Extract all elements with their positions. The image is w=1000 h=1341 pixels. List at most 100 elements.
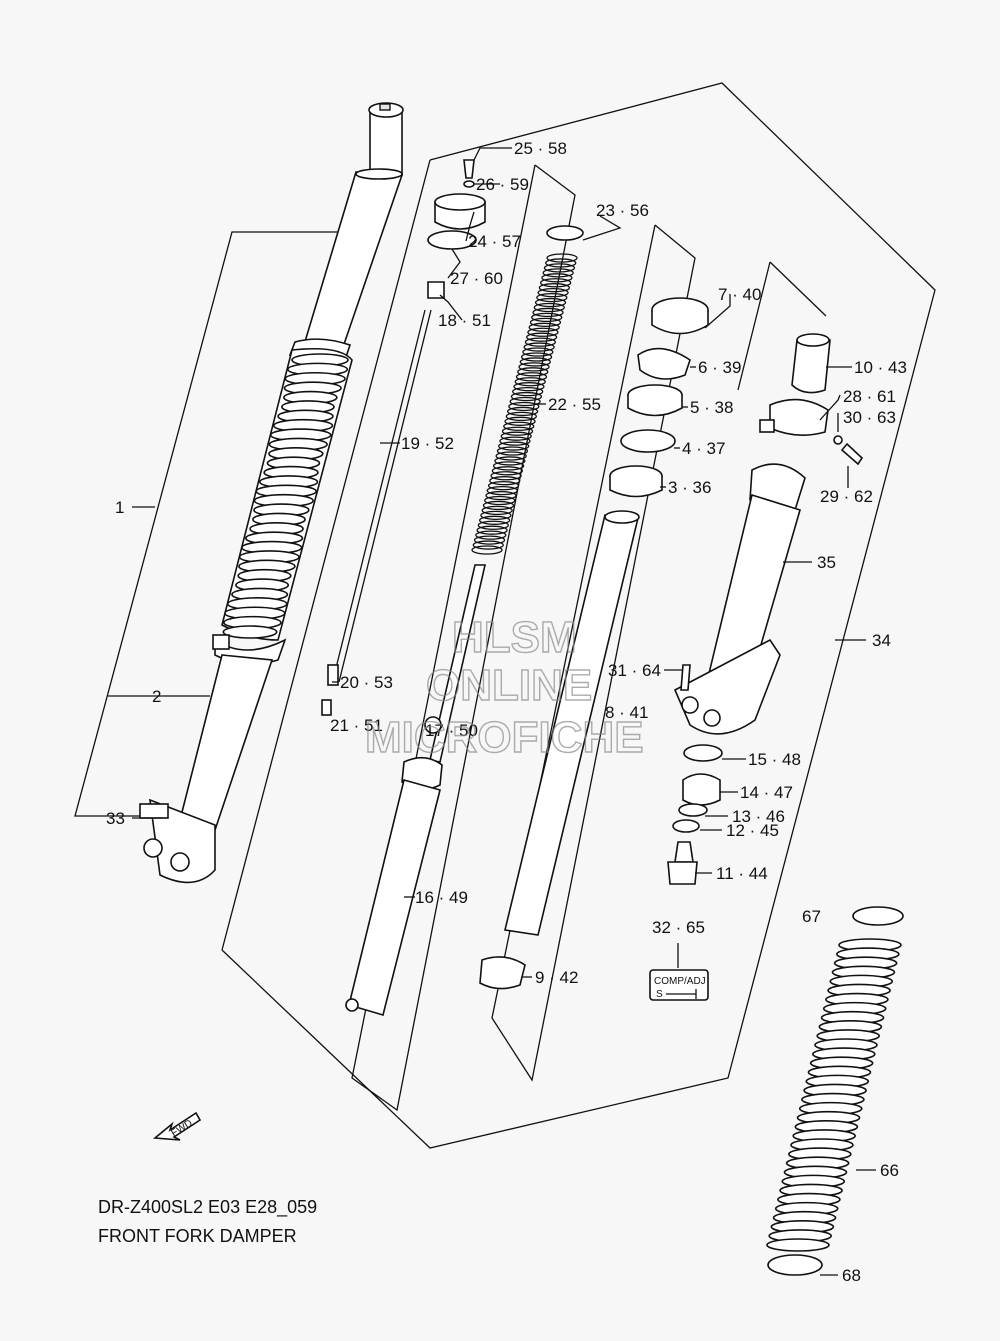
leader-lines [108,147,876,1276]
fwd-arrow-icon: FWD [152,1111,202,1141]
callout-26-59: 26 · 59 [476,175,529,194]
callout-2: 2 [152,687,161,706]
callout-22-55: 22 · 55 [548,395,601,414]
callout-68: 68 [842,1266,861,1285]
callout-7-40: 7 · 40 [718,285,761,304]
boot-rib [222,625,278,639]
spring-coil [500,431,532,441]
spring-coil [480,510,512,521]
spring-coil [536,292,568,303]
spring-coil [541,273,573,283]
spring-coil [546,253,578,263]
spring-coil [533,302,565,313]
dust-boot-separate-part [766,906,904,1276]
callout-labels: 1 2 33 25 · 58 26 · 59 24 · 57 27 · 60 1… [106,139,907,1285]
spring-coil [476,525,508,535]
spring-coil [510,391,543,402]
spring-coil [509,396,541,407]
spring-coil [503,421,535,431]
callout-66: 66 [880,1161,899,1180]
callout-9-42: 9 · 42 [535,968,578,987]
spring-coil [543,263,576,273]
comp-adj-tag-line2: S [656,989,663,1000]
spring-coil [532,307,564,318]
spring-coil [542,268,574,278]
cap-bolt-part [321,159,486,716]
callout-23-56: 23 · 56 [596,201,649,220]
diagram-title: FRONT FORK DAMPER [98,1226,297,1246]
spring-coil [522,347,554,357]
spring-coil [499,436,531,446]
callout-8-41: 8 · 41 [605,703,648,722]
spring-coil [513,382,545,392]
spring-coil [528,322,560,332]
callout-29-62: 29 · 62 [820,487,873,506]
callout-27-60: 27 · 60 [450,269,503,288]
callout-19-52: 19 · 52 [401,434,454,453]
spring-coil [512,386,544,397]
spring-coil [472,540,504,550]
callout-13-46: 13 · 46 [732,807,785,826]
callout-11-44: 11 · 44 [716,864,768,883]
spring-coil [475,530,507,540]
callout-12-45: 12 · 45 [726,821,779,840]
spring-coil [485,490,517,501]
comp-adj-tag-line1: COMP/ADJ [654,976,706,987]
damper-rod-part [345,564,487,1017]
spring-coil [539,278,572,288]
callout-14-47: 14 · 47 [740,783,793,802]
spring-coil [490,471,522,481]
comp-adj-tag: COMP/ADJ S [649,969,709,1001]
spring-coil [494,456,526,466]
spring-coil [482,500,515,511]
callout-6-39: 6 · 39 [698,358,741,377]
spring-coil [491,466,523,476]
spring-coil [518,362,550,372]
outer-tube-part [673,333,864,735]
spring-coil [486,485,518,496]
spring-coil [527,327,559,337]
callout-4-37: 4 · 37 [682,439,725,458]
spring-coil [477,520,510,530]
callout-30-63: 30 · 63 [843,408,896,427]
callout-5-38: 5 · 38 [690,398,733,417]
callout-21-51: 21 · 51 [330,716,383,735]
spring-coil [515,372,548,382]
spring-coil [517,367,549,377]
spring-coil [524,337,557,347]
spring-coil [520,352,553,362]
spring-coil [545,258,577,268]
watermark-line-2: ONLINE [426,661,592,710]
sub-bracket-35 [737,261,827,391]
spring-coil [529,317,562,327]
callout-33: 33 [106,809,125,828]
boot-rib [766,1238,830,1252]
assembly-bracket-1 [74,231,338,817]
spring-coil [531,312,563,323]
spring-coil [492,461,525,471]
spring-coil [496,446,529,456]
callout-25-58: 25 · 58 [514,139,567,158]
compression-adjuster-parts [667,744,723,885]
callout-35: 35 [817,553,836,572]
callout-34: 34 [872,631,891,650]
callout-1: 1 [115,498,124,517]
assembly-bracket-34 [221,82,936,1149]
spring-coil [489,476,521,486]
spring-coil [526,332,558,342]
spring-coil [498,441,530,451]
spring-coil [473,535,506,545]
model-code: DR-Z400SL2 E03 E28_059 [98,1197,317,1218]
spring-coil [501,426,534,436]
callout-17-50: 17 · 50 [425,721,478,740]
callout-31-64: 31 · 64 [608,661,661,680]
fork-assembly-part [139,102,404,884]
callout-18-51: 18 · 51 [438,311,491,330]
spring-coil [537,287,569,298]
callout-10-43: 10 · 43 [854,358,907,377]
title-block: DR-Z400SL2 E03 E28_059 FRONT FORK DAMPER [98,1197,317,1246]
spring-coil [538,283,571,293]
spring-coil [487,481,520,491]
callout-28-61: 28 · 61 [843,387,896,406]
